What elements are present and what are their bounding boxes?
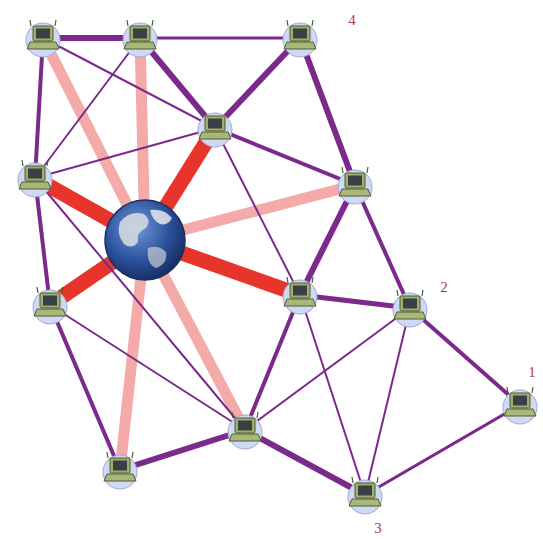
laptop-icon (103, 452, 137, 489)
mesh-link-thick (35, 38, 520, 495)
laptop-icon (503, 387, 537, 424)
uplink-pale (43, 38, 355, 470)
mesh-link (35, 38, 43, 178)
laptop-icon (338, 167, 372, 204)
mesh-link (120, 430, 245, 470)
mesh-link (365, 405, 520, 495)
mesh-link (35, 38, 140, 178)
mesh-link (215, 128, 355, 185)
uplink-strong (35, 128, 300, 305)
globe (105, 200, 185, 280)
mesh-link (50, 305, 120, 470)
callout-number: 1 (528, 365, 536, 380)
laptop-icon (198, 110, 232, 147)
laptop-icon (18, 160, 52, 197)
mesh-link (140, 37, 300, 40)
mesh-link (245, 430, 365, 495)
callout-number: 3 (374, 521, 382, 536)
laptop-icon (283, 277, 317, 314)
mesh-link (215, 128, 300, 295)
mesh-link (35, 128, 215, 178)
laptops (18, 20, 537, 514)
laptop-icon (33, 287, 67, 324)
laptop-icon (228, 412, 262, 449)
mesh-link (410, 308, 520, 405)
mesh-link (355, 185, 410, 308)
callout-number: 2 (440, 280, 448, 295)
laptop-icon (26, 20, 60, 57)
callout-number: 4 (348, 13, 356, 28)
mesh-link (245, 295, 300, 430)
mesh-link (365, 308, 410, 495)
mesh-link (50, 305, 245, 430)
laptop-icon (393, 290, 427, 327)
laptop-icon (123, 20, 157, 57)
laptop-icon (348, 477, 382, 514)
laptop-icon (283, 20, 317, 57)
mesh-link (300, 38, 355, 185)
mesh-link (365, 405, 520, 495)
mesh-link-thin (35, 38, 520, 495)
